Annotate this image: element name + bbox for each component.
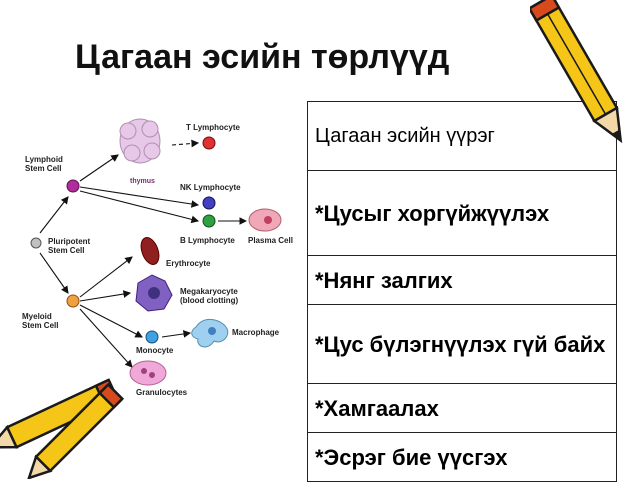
thymus bbox=[119, 118, 161, 164]
plasma-cell-nucleus bbox=[264, 216, 272, 224]
table-row: Цагаан эсийн үүрэг bbox=[307, 101, 617, 171]
t-lymphocyte bbox=[202, 136, 216, 150]
myeloid-stem-cell bbox=[66, 294, 80, 308]
pluripotent-stem-cell bbox=[30, 237, 42, 249]
label-plasma-cell: Plasma Cell bbox=[248, 236, 293, 245]
table-cell: *Нянг залгих bbox=[307, 255, 617, 305]
nk-lymphocyte bbox=[202, 196, 216, 210]
label-monocyte: Monocyte bbox=[136, 346, 174, 355]
table-row: *Цусыг хоргүйжүүлэх bbox=[307, 170, 617, 256]
pencils-icon bbox=[0, 378, 125, 479]
table-header-cell: Цагаан эсийн үүрэг bbox=[307, 101, 617, 171]
function-table: Цагаан эсийн үүрэг *Цусыг хоргүйжүүлэх *… bbox=[307, 101, 617, 482]
table-cell: *Хамгаалах bbox=[307, 383, 617, 433]
megakaryocyte bbox=[135, 274, 173, 312]
label-erythrocyte: Erythrocyte bbox=[166, 259, 211, 268]
label-nk-lymphocyte: NK Lymphocyte bbox=[180, 183, 241, 192]
label-megakaryocyte: Megakaryocyte(blood clotting) bbox=[180, 287, 239, 305]
table-row: *Хамгаалах bbox=[307, 383, 617, 433]
table-cell: *Эсрэг бие үүсгэх bbox=[307, 432, 617, 482]
table-row: *Цус бүлэгнүүлэх гүй байх bbox=[307, 304, 617, 384]
pencil-icon bbox=[530, 0, 623, 144]
label-thymus: thymus bbox=[130, 178, 155, 185]
granulocyte bbox=[129, 360, 167, 386]
table-cell: *Цус бүлэгнүүлэх гүй байх bbox=[307, 304, 617, 384]
label-macrophage: Macrophage bbox=[232, 328, 280, 337]
table-cell: *Цусыг хоргүйжүүлэх bbox=[307, 170, 617, 256]
table-row: *Нянг залгих bbox=[307, 255, 617, 305]
monocyte bbox=[145, 330, 159, 344]
label-granulocytes: Granulocytes bbox=[136, 388, 188, 397]
b-lymphocyte bbox=[202, 214, 216, 228]
lymphoid-stem-cell bbox=[66, 179, 80, 193]
label-b-lymphocyte: B Lymphocyte bbox=[180, 236, 235, 245]
table-row: *Эсрэг бие үүсгэх bbox=[307, 432, 617, 482]
label-t-lymphocyte: T Lymphocyte bbox=[186, 123, 240, 132]
slide-title: Цагаан эсийн төрлүүд bbox=[75, 38, 450, 76]
erythrocyte bbox=[140, 237, 160, 265]
diagram-arrows bbox=[30, 118, 282, 386]
macrophage bbox=[191, 319, 229, 348]
